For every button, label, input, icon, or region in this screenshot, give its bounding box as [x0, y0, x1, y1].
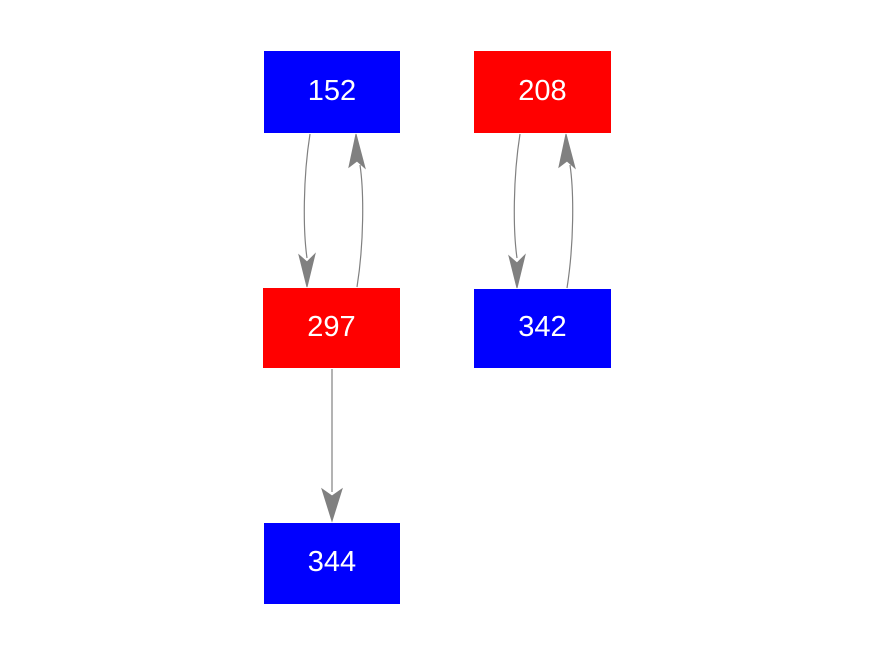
graph-node-label: 342	[518, 311, 567, 343]
graph-edge-n297-to-n344[interactable]	[321, 369, 343, 523]
graph-node-152[interactable]: 152	[264, 51, 400, 133]
graph-node-label: 297	[307, 310, 356, 343]
edge-arrowhead-icon	[508, 253, 526, 289]
graph-edge-n152-to-n297[interactable]	[298, 133, 316, 288]
graph-node-344[interactable]: 344	[264, 523, 400, 604]
graph-node-label: 344	[307, 546, 357, 578]
edge-line	[513, 133, 521, 259]
graph-node-297[interactable]: 297	[263, 288, 400, 368]
edge-arrowhead-icon	[558, 133, 576, 170]
graph-edge-n342-to-n208[interactable]	[558, 133, 576, 289]
graph-node-label: 152	[307, 74, 357, 107]
graph-edge-n208-to-n342[interactable]	[508, 133, 526, 289]
edge-line	[356, 164, 364, 288]
graph-node-342[interactable]: 342	[474, 289, 611, 368]
graph-edge-n297-to-n152[interactable]	[348, 133, 366, 288]
edge-line	[566, 164, 574, 289]
edge-arrowhead-icon	[321, 487, 343, 523]
graph-node-label: 208	[518, 74, 567, 107]
edge-line	[303, 133, 311, 259]
edge-arrowhead-icon	[298, 252, 316, 288]
edge-arrowhead-icon	[348, 133, 366, 170]
graph-node-208[interactable]: 208	[474, 51, 611, 133]
